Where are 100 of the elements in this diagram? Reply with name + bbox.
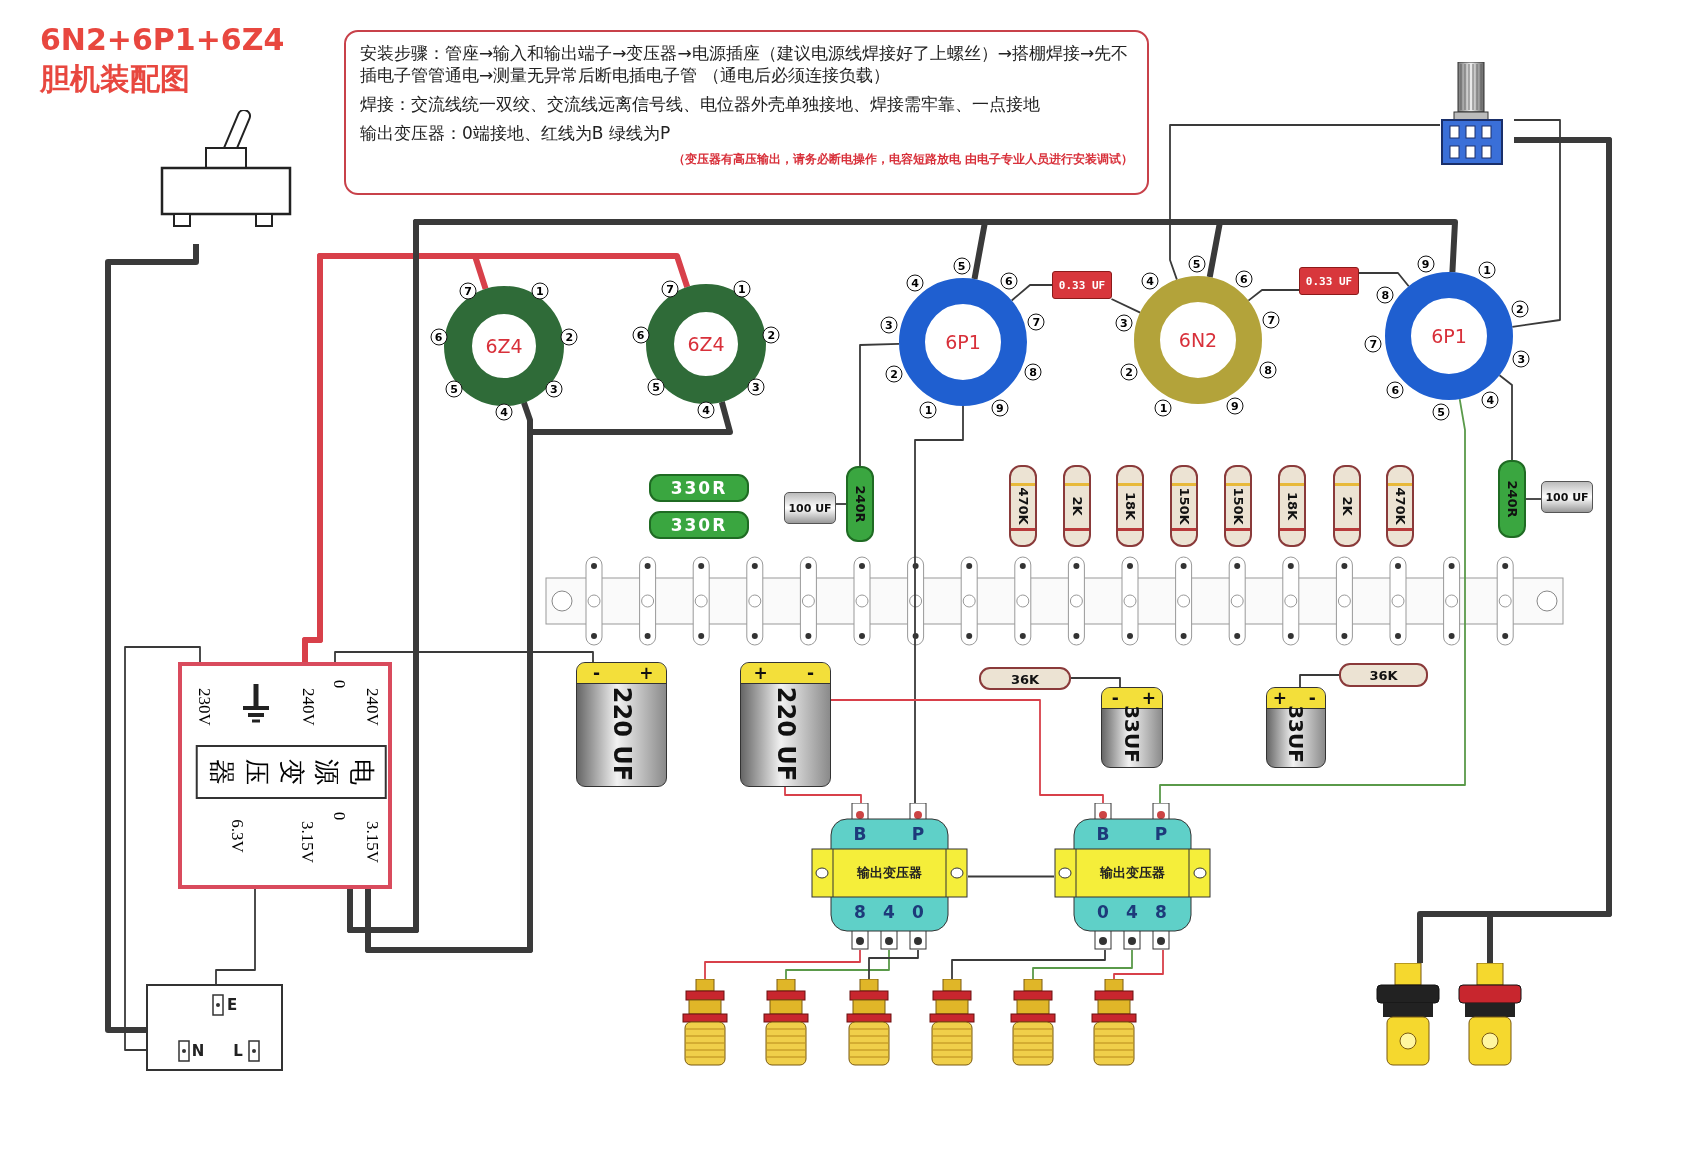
pin-number: 4 <box>906 274 924 292</box>
resistor <box>1278 465 1306 547</box>
terminal-label: 240V <box>298 688 318 726</box>
instruction-text: 安装步骤：管座→输入和输出端子→变压器→电源插座（建议电源线焊接好了上螺丝）→搭棚焊接→先不插电子管管通电→测量无异常后断电插电子管 （通电后必须连接负载） <box>360 42 1130 87</box>
resistor-value: 330R <box>670 515 728 535</box>
pin-number: 7 <box>1262 311 1280 329</box>
wire <box>124 646 201 1051</box>
pin-number: 1 <box>1478 261 1496 279</box>
rca-jack-drawing <box>1455 963 1525 1066</box>
pin-number: 6 <box>1386 381 1404 399</box>
output-transformer <box>811 803 968 950</box>
pin-number: 2 <box>560 328 578 346</box>
tube-label: 6N2 <box>1178 329 1218 351</box>
binding-post-drawing <box>761 979 811 1066</box>
pin-number: 9 <box>1417 255 1434 273</box>
resistor-value: 150K <box>1176 487 1192 525</box>
note-box <box>344 30 1149 195</box>
pin-number: 6 <box>1000 272 1018 290</box>
transformer-label: 输出变压器 <box>856 864 922 882</box>
wire <box>914 405 964 804</box>
power-transformer <box>178 662 392 889</box>
pin-number: 6 <box>632 326 650 344</box>
pin-number: 3 <box>545 380 563 398</box>
capacitor-value: 0.33 UF <box>1305 274 1353 288</box>
pin-number: 8 <box>1024 363 1042 381</box>
resistor-value: 240R <box>852 485 868 523</box>
transformer-label: 输出变压器 <box>1099 864 1165 882</box>
resistor <box>1333 465 1361 547</box>
capacitor-value: 100 UF <box>1545 490 1589 504</box>
pin-number: 4 <box>1141 272 1159 290</box>
binding-post-drawing <box>1008 979 1058 1066</box>
resistor <box>979 667 1071 690</box>
terminal-label: 6.3V <box>227 819 247 853</box>
terminal-label: P <box>1154 824 1168 844</box>
wire <box>365 401 733 953</box>
wire <box>1299 674 1340 688</box>
pin-number: 8 <box>1259 361 1277 379</box>
terminal-label: 230V <box>194 688 214 726</box>
wire <box>1498 374 1513 461</box>
pin-number: 5 <box>647 378 665 396</box>
terminal-label: 8 <box>854 902 866 922</box>
resistor-value: 470K <box>1015 487 1031 525</box>
wire <box>105 244 199 1033</box>
electrolytic-capacitor <box>1266 687 1326 768</box>
wire <box>704 949 861 980</box>
wire <box>1525 498 1542 500</box>
resistor <box>1498 460 1526 538</box>
instruction-text: 输出变压器：0端接地、红线为B 绿线为P <box>360 122 672 145</box>
pin-number: 6 <box>1235 270 1253 288</box>
pin-number: 3 <box>880 316 898 334</box>
wire <box>1358 272 1410 288</box>
tube-label: 6P1 <box>945 331 981 353</box>
pin-number: 3 <box>747 378 765 396</box>
pin-number: 2 <box>1511 300 1529 318</box>
polarity-mark: + <box>639 663 654 683</box>
wire <box>784 786 862 804</box>
wire <box>1110 298 1142 314</box>
resistor-value: 240R <box>1504 480 1520 518</box>
capacitor-value: 0.33 UF <box>1058 278 1106 292</box>
pin-number: 7 <box>1364 335 1382 353</box>
pin-number: 1 <box>733 280 751 298</box>
binding-post-drawing <box>1089 979 1139 1066</box>
power-socket <box>146 984 283 1071</box>
resistor-value: 470K <box>1392 487 1408 525</box>
resistor <box>1224 465 1252 547</box>
binding-post-drawing <box>927 979 977 1066</box>
electrolytic-capacitor <box>1541 481 1593 513</box>
pin-number: 5 <box>1188 255 1206 273</box>
wire <box>1113 949 1164 980</box>
tube-label: 6Z4 <box>485 335 523 357</box>
terminal-label: L <box>233 1042 243 1060</box>
wire <box>785 949 890 980</box>
pin-number: 9 <box>991 399 1009 417</box>
terminal-label: N <box>191 1042 205 1060</box>
rca-jack-drawing <box>1373 963 1443 1066</box>
resistor <box>1009 465 1037 547</box>
pin-number: 3 <box>1512 351 1530 368</box>
wire <box>1010 284 1053 302</box>
resistor-value: 18K <box>1284 491 1300 521</box>
pin-number: 1 <box>920 401 937 419</box>
resistor <box>649 511 749 539</box>
pin-number: 9 <box>1226 397 1244 415</box>
polarity-mark: - <box>1111 688 1119 708</box>
terminal-label: 240V <box>362 688 382 726</box>
resistor-value: 18K <box>1122 491 1138 521</box>
resistor <box>1386 465 1414 547</box>
wire <box>1511 119 1561 328</box>
capacitor-value: 33UF <box>1284 704 1308 763</box>
polarity-mark: - <box>1308 688 1316 708</box>
electrolytic-capacitor <box>740 662 831 787</box>
wire <box>1169 124 1441 281</box>
terminal-label: B <box>1096 824 1110 844</box>
resistor <box>1170 465 1198 547</box>
nameplate: 电源变压器 <box>195 745 387 799</box>
capacitor-value: 100 UF <box>788 501 832 515</box>
electrolytic-capacitor <box>576 662 667 787</box>
pin-number: 8 <box>1376 286 1394 304</box>
terminal-label: 0 <box>329 679 349 689</box>
resistor-value: 150K <box>1230 487 1246 525</box>
pin-number: 7 <box>459 282 477 300</box>
